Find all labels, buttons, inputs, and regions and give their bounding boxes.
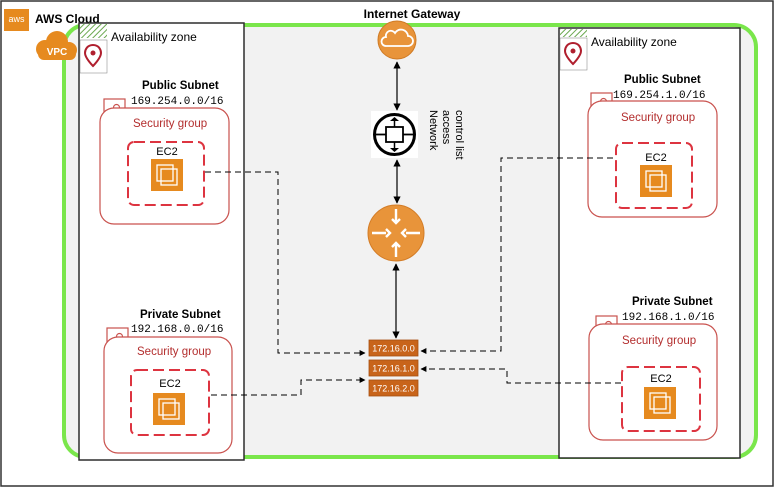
router-icon xyxy=(367,204,425,262)
network-acl-label-line3: control list xyxy=(453,110,465,160)
private-subnet-left: Private Subnet 192.168.0.0/16 Security g… xyxy=(103,309,233,454)
ec2-instance-icon xyxy=(153,393,185,425)
public-subnet-left: Public Subnet 169.254.0.0/16 Security gr… xyxy=(99,80,230,225)
left-public-ec2-route-connector xyxy=(205,171,366,356)
network-acl-label: Network access control list xyxy=(427,110,465,160)
ec2-instance-icon xyxy=(640,165,672,197)
internet-gateway-label: Internet Gateway xyxy=(364,7,461,21)
availability-zone-right-title: Availability zone xyxy=(591,35,677,49)
zone-pin-icon xyxy=(559,37,588,71)
aws-logo-text: aws xyxy=(8,14,25,24)
route-entry xyxy=(368,359,419,377)
route-entry xyxy=(368,339,419,357)
zone-pin-icon xyxy=(79,39,108,74)
private-subnet-left-cidr: 192.168.0.0/16 xyxy=(131,324,223,336)
ec2-label: EC2 xyxy=(156,146,177,158)
network-acl-icon xyxy=(371,111,418,158)
public-subnet-left-cidr: 169.254.0.0/16 xyxy=(131,96,223,108)
ec2-label: EC2 xyxy=(650,373,671,385)
zone-hatch-icon xyxy=(80,24,107,38)
security-group-label: Security group xyxy=(137,346,211,358)
ec2-label: EC2 xyxy=(645,152,666,164)
aws-logo-icon xyxy=(4,9,29,31)
internet-gateway-icon xyxy=(377,20,417,60)
route-entry-label: 172.16.2.0 xyxy=(372,384,415,394)
vpc-cloud-icon: VPC xyxy=(36,31,77,60)
public-subnet-right: Public Subnet 169.254.1.0/16 Security gr… xyxy=(587,74,718,218)
availability-zone-left: Availability zone Public Subnet 169.254.… xyxy=(78,22,245,461)
network-acl-label-line2: access xyxy=(440,110,452,145)
network-acl-label-line1: Network xyxy=(427,110,439,151)
private-subnet-right-title: Private Subnet xyxy=(632,296,713,308)
route-entry-label: 172.16.1.0 xyxy=(372,364,415,374)
security-group-label: Security group xyxy=(133,118,207,130)
route-entry-label: 172.16.0.0 xyxy=(372,344,415,354)
public-subnet-left-title: Public Subnet xyxy=(142,80,219,92)
availability-zone-right: Availability zone Public Subnet 169.254.… xyxy=(558,27,741,459)
ec2-label: EC2 xyxy=(159,378,180,390)
vpc-label: VPC xyxy=(47,47,68,58)
private-subnet-left-title: Private Subnet xyxy=(140,309,221,321)
security-group-label: Security group xyxy=(621,112,695,124)
availability-zone-left-title: Availability zone xyxy=(111,30,197,44)
public-subnet-right-cidr: 169.254.1.0/16 xyxy=(613,90,705,102)
private-subnet-right: Private Subnet 192.168.1.0/16 Security g… xyxy=(588,296,718,441)
security-group-label: Security group xyxy=(622,335,696,347)
right-private-ec2-route-connector xyxy=(420,366,621,384)
private-subnet-right-cidr: 192.168.1.0/16 xyxy=(622,312,714,324)
public-subnet-right-title: Public Subnet xyxy=(624,74,701,86)
left-private-ec2-route-connector xyxy=(211,377,366,396)
ec2-instance-icon xyxy=(151,159,183,191)
route-entry xyxy=(368,379,419,397)
right-public-ec2-route-connector xyxy=(420,157,613,354)
ec2-instance-icon xyxy=(644,387,676,419)
route-table: 172.16.0.0 172.16.1.0 172.16.2.0 xyxy=(368,339,419,397)
zone-hatch-icon xyxy=(560,29,587,37)
